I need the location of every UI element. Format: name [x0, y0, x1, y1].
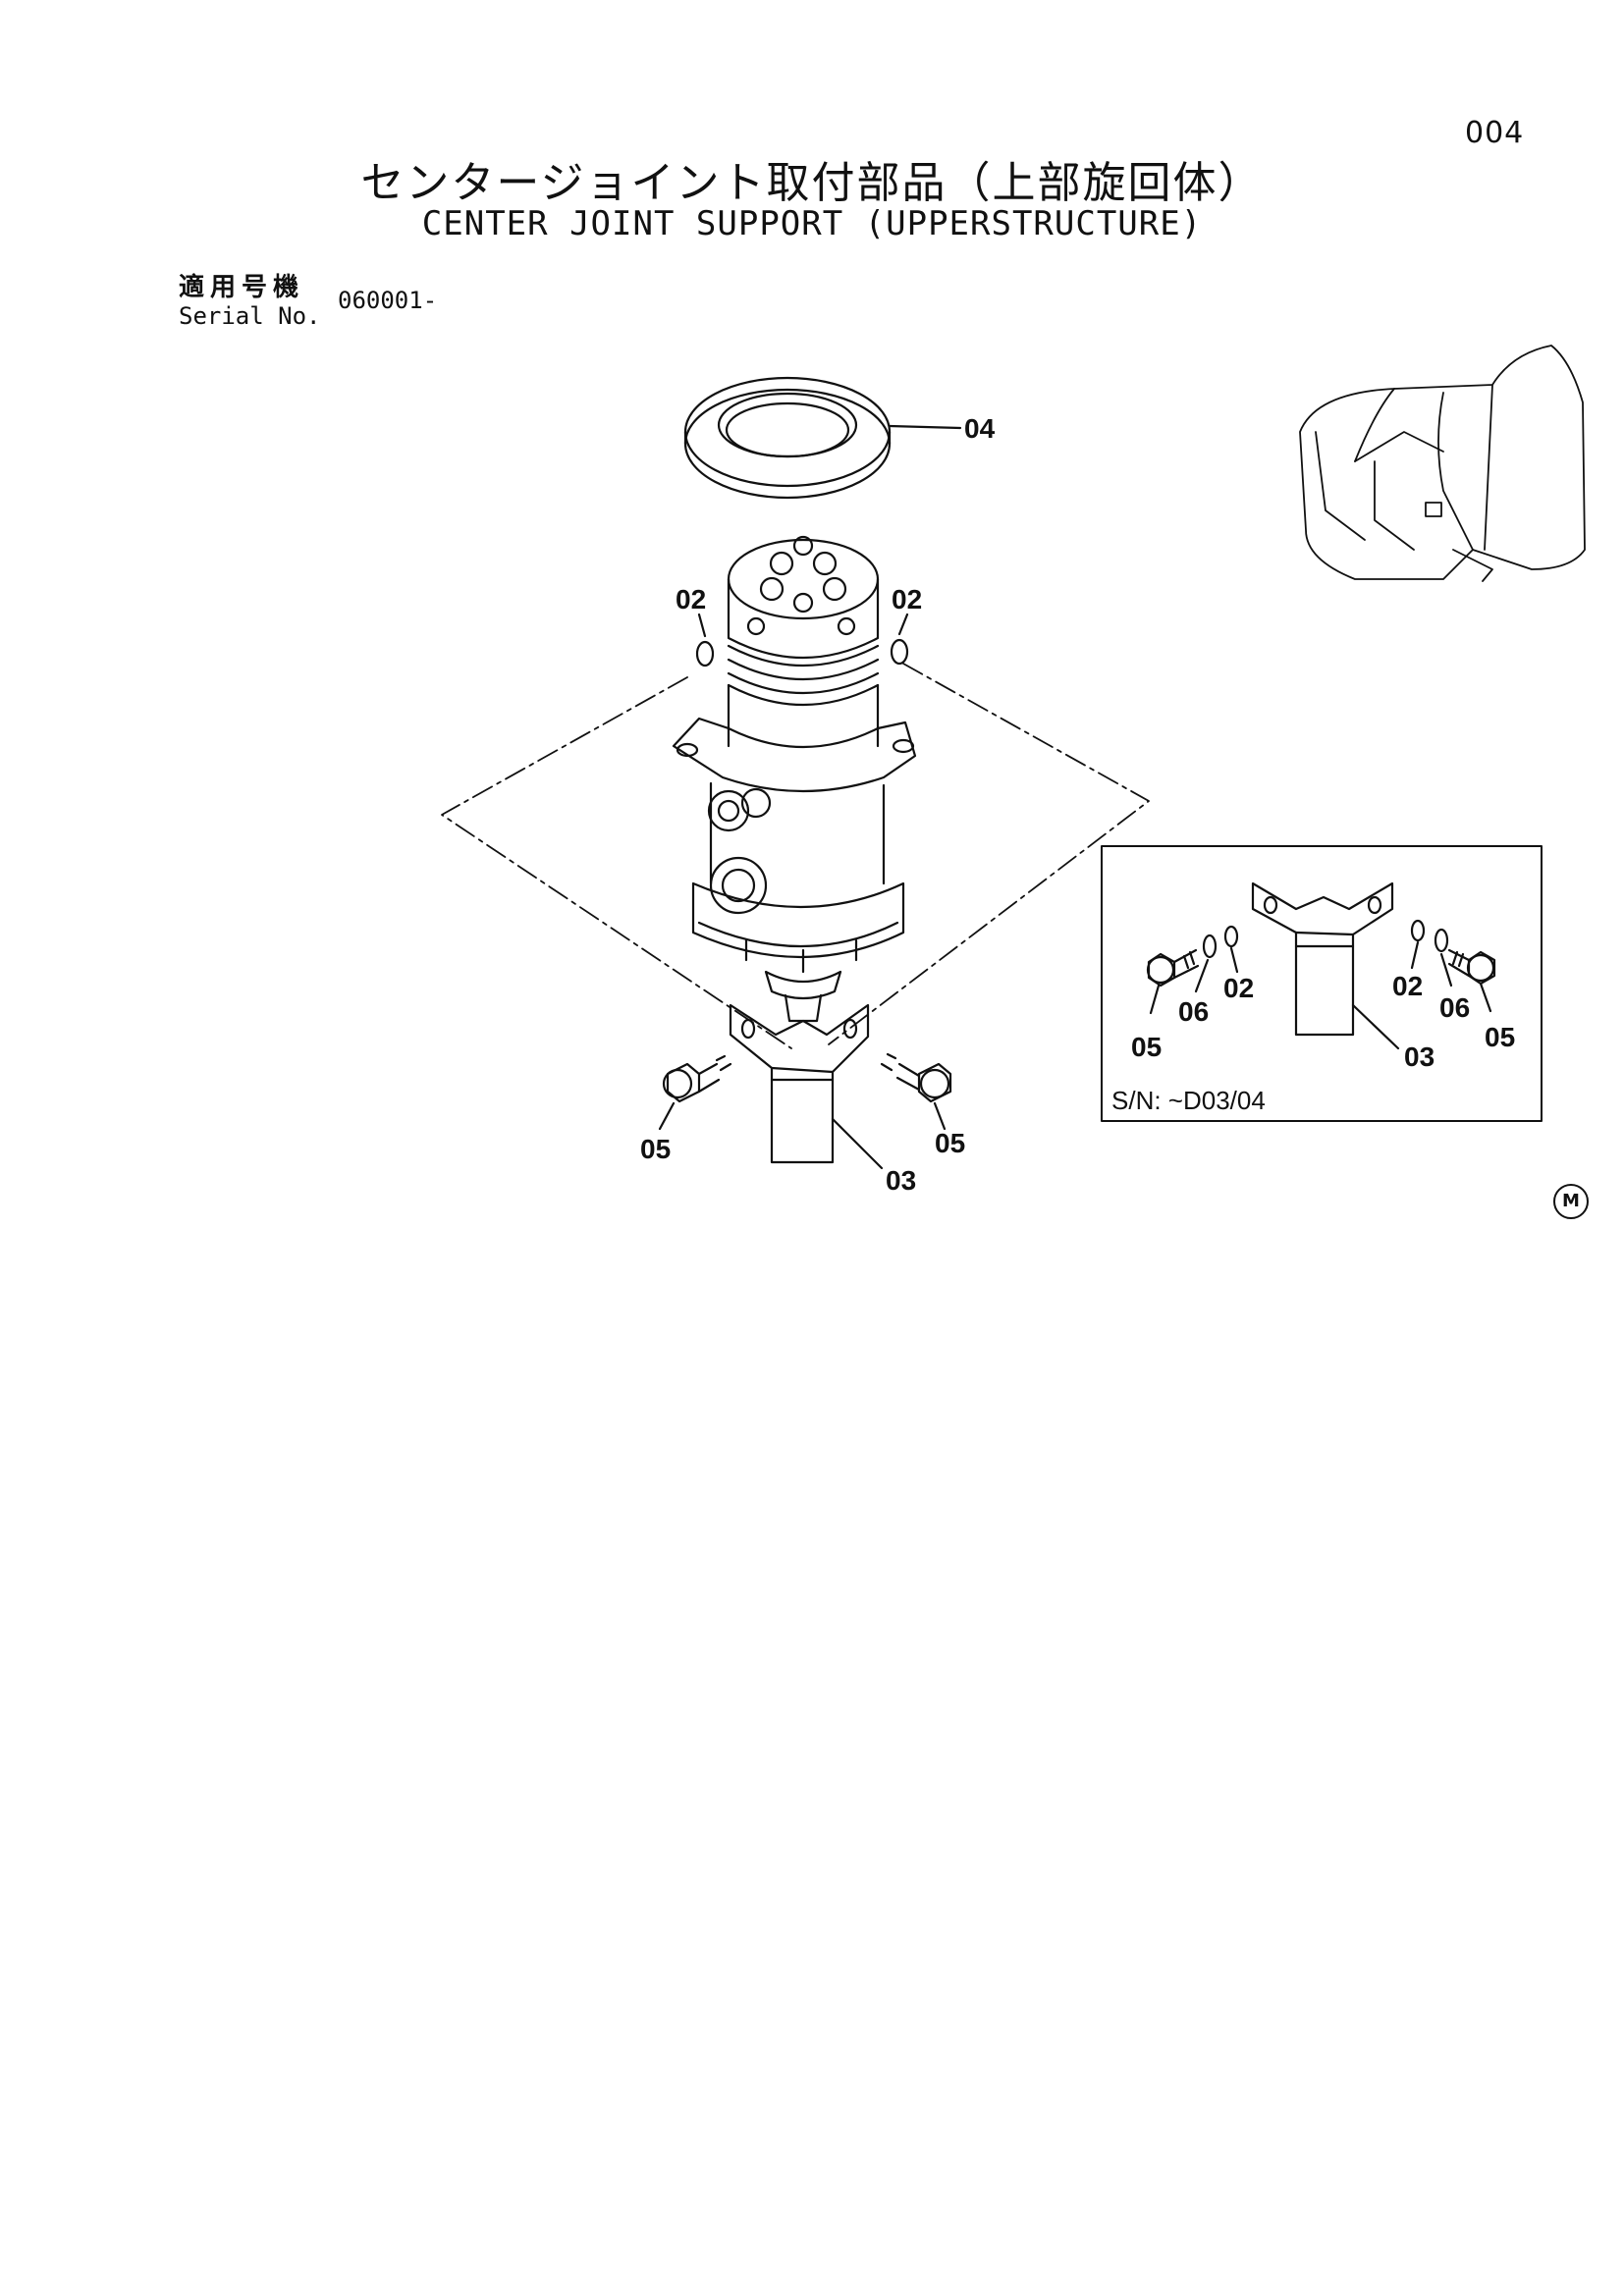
callout-bolt-left: 05	[640, 1134, 671, 1164]
leader-seal	[888, 424, 962, 430]
callout-oring-left: 02	[676, 584, 706, 614]
inset-washer-right-illustration	[1434, 928, 1449, 953]
inset-box	[1101, 845, 1543, 1122]
inset-leader-bracket	[1351, 1003, 1400, 1050]
callout-bracket: 03	[886, 1165, 916, 1196]
bolt-left-illustration	[662, 1054, 732, 1103]
page-title-english: CENTER JOINT SUPPORT (UPPERSTRUCTURE)	[421, 204, 1203, 243]
callout-bolt-right: 05	[935, 1128, 965, 1158]
inset-leader-oring-right	[1410, 940, 1420, 970]
inset-leader-washer-left	[1194, 958, 1210, 993]
page-title-japanese: センタージョイント取付部品（上部旋回体）	[360, 158, 1264, 208]
leader-bolt-right	[933, 1101, 947, 1131]
oring-left-illustration	[695, 640, 715, 667]
inset-callout-bolt-left: 05	[1131, 1032, 1162, 1062]
leader-bolt-left	[658, 1101, 676, 1131]
leader-oring-left	[697, 613, 707, 638]
inset-washer-left-illustration	[1202, 934, 1218, 959]
page-number: 004	[1465, 116, 1525, 150]
serial-label-english: Serial No.	[179, 302, 321, 330]
seal-ring-illustration	[683, 376, 892, 500]
serial-label-japanese: 適用号機	[179, 273, 305, 302]
inset-callout-oring-left: 02	[1223, 973, 1254, 1003]
callout-oring-right: 02	[892, 584, 922, 614]
inset-bolt-left-illustration	[1146, 948, 1200, 988]
inset-callout-bolt-right: 05	[1485, 1022, 1515, 1052]
inset-callout-washer-left: 06	[1178, 996, 1209, 1027]
inset-leader-washer-right	[1439, 952, 1453, 988]
inset-callout-oring-right: 02	[1392, 971, 1423, 1001]
bolt-right-illustration	[880, 1052, 952, 1103]
inset-serial-note: S/N: ~D03/04	[1111, 1086, 1266, 1115]
inset-oring-left-illustration	[1223, 925, 1239, 948]
machine-location-thumbnail	[1299, 345, 1586, 582]
leader-bracket	[831, 1117, 884, 1170]
inset-bracket-illustration	[1251, 881, 1394, 1037]
inset-leader-bolt-left	[1149, 984, 1161, 1015]
inset-bolt-right-illustration	[1447, 948, 1496, 986]
bracket-illustration	[729, 1003, 870, 1164]
inset-oring-right-illustration	[1410, 919, 1426, 942]
oring-right-illustration	[890, 638, 909, 666]
serial-value: 060001-	[338, 287, 438, 314]
m-circle-mark: M	[1553, 1184, 1589, 1219]
leader-oring-right	[897, 613, 909, 636]
mounting-plane-outline	[441, 663, 1150, 1049]
inset-callout-washer-right: 06	[1439, 992, 1470, 1023]
callout-seal: 04	[964, 413, 996, 444]
inset-callout-bracket: 03	[1404, 1041, 1435, 1072]
inset-leader-bolt-right	[1479, 982, 1492, 1013]
inset-leader-oring-left	[1229, 946, 1239, 974]
center-joint-illustration	[672, 535, 917, 1023]
